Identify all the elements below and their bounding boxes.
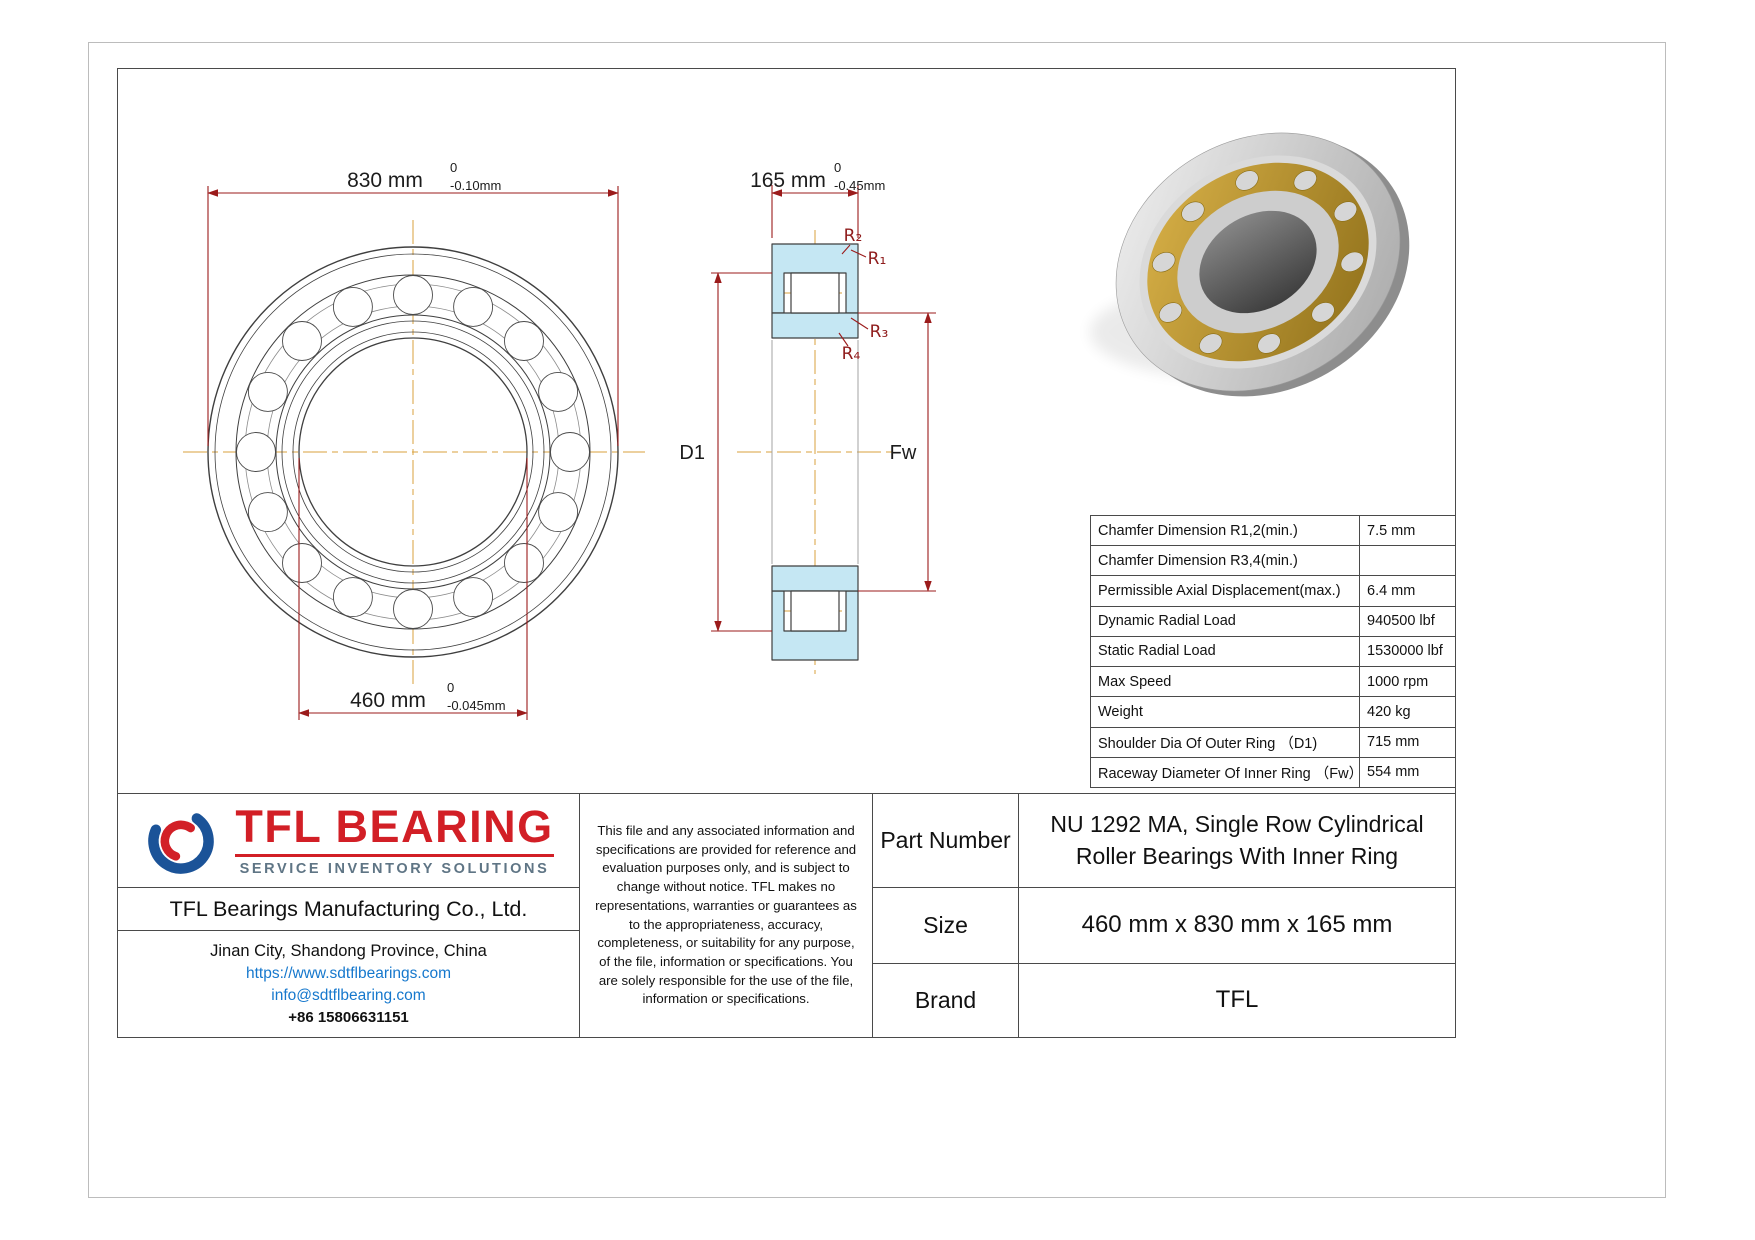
tfl-logo-icon: [148, 807, 215, 874]
inner-ring-top-section: [771, 312, 859, 339]
part-info-table: Part Number NU 1292 MA, Single Row Cylin…: [873, 794, 1455, 1037]
table-row: Dynamic Radial Load 940500 lbf: [1091, 605, 1455, 636]
spec-table: Chamfer Dimension R1,2(min.) 7.5 mm Cham…: [1090, 515, 1456, 788]
dimension-lines: [207, 185, 936, 720]
outer-diameter-tol-upper: 0: [450, 160, 457, 175]
table-row: Max Speed 1000 rpm: [1091, 666, 1455, 697]
table-row: Shoulder Dia Of Outer Ring （D1) 715 mm: [1091, 726, 1455, 757]
table-row: Chamfer Dimension R3,4(min.): [1091, 545, 1455, 576]
spec-value: 940500 lbf: [1359, 606, 1455, 636]
field-value-size: 460 mm x 830 mm x 165 mm: [1019, 887, 1455, 963]
section-view-drawing: [771, 243, 859, 661]
rollers-front-view: [236, 275, 590, 629]
inner-ring-bottom-section: [771, 565, 859, 592]
spec-label: Permissible Axial Displacement(max.): [1098, 583, 1341, 600]
sheet-outer-border: [88, 42, 1666, 1198]
table-row: Static Radial Load 1530000 lbf: [1091, 635, 1455, 667]
logo-title: TFL BEARING: [235, 801, 554, 852]
table-row: Chamfer Dimension R1,2(min.) 7.5 mm: [1091, 516, 1455, 546]
table-row: Weight 420 kg: [1091, 696, 1455, 727]
bore-diameter-tol-upper: 0: [447, 680, 454, 695]
spec-label: Chamfer Dimension R3,4(min.): [1098, 552, 1298, 569]
spec-label: Chamfer Dimension R1,2(min.): [1098, 522, 1298, 539]
r3-label: R₃: [870, 322, 889, 342]
spec-value: 1530000 lbf: [1359, 636, 1455, 667]
spec-label: Shoulder Dia Of Outer Ring （D1): [1098, 735, 1318, 752]
roller-bottom-section: [790, 590, 840, 632]
spec-value: 420 kg: [1359, 697, 1455, 727]
field-value-part-number: NU 1292 MA, Single Row Cylindrical Rolle…: [1050, 811, 1424, 869]
r4-label: R₄: [842, 344, 861, 364]
width-value: 165 mm: [750, 169, 826, 192]
company-address: Jinan City, Shandong Province, China: [210, 942, 487, 960]
field-label-part-number: Part Number: [873, 794, 1019, 887]
spec-label: Static Radial Load: [1098, 643, 1216, 660]
company-name: TFL Bearings Manufacturing Co., Ltd.: [118, 887, 579, 931]
rollers-3d: [1152, 170, 1364, 354]
company-panel: TFL BEARING SERVICE INVENTORY SOLUTIONS …: [118, 794, 580, 1037]
r1-label: R₁: [868, 249, 887, 269]
roller-top-section: [790, 272, 840, 314]
phone-number: +86 15806631151: [288, 1009, 409, 1026]
contact-info: Jinan City, Shandong Province, China htt…: [118, 931, 579, 1037]
disclaimer-text: This file and any associated information…: [580, 794, 873, 1037]
table-row: Permissible Axial Displacement(max.) 6.4…: [1091, 575, 1455, 606]
company-logo: TFL BEARING SERVICE INVENTORY SOLUTIONS: [118, 794, 579, 887]
spec-value: 7.5 mm: [1359, 516, 1455, 546]
front-view-drawing: [207, 246, 619, 658]
width-tol-lower: -0.45mm: [834, 178, 885, 193]
field-label-brand: Brand: [873, 963, 1019, 1037]
spec-value: 1000 rpm: [1359, 667, 1455, 697]
field-value-brand: TFL: [1019, 963, 1455, 1037]
website-link[interactable]: https://www.sdtflbearings.com: [245, 965, 452, 982]
table-row: Raceway Diameter Of Inner Ring （Fw） 554 …: [1091, 756, 1455, 787]
email-link[interactable]: info@sdtflbearing.com: [271, 987, 426, 1004]
bore-diameter-value: 460 mm: [350, 689, 426, 712]
outer-diameter-value: 830 mm: [347, 169, 423, 192]
field-label-size: Size: [873, 887, 1019, 963]
spec-label: Max Speed: [1098, 673, 1172, 690]
width-tol-upper: 0: [834, 160, 841, 175]
outer-diameter-tol-lower: -0.10mm: [450, 178, 501, 193]
fw-label: Fw: [890, 442, 917, 464]
spec-value: 554 mm: [1359, 757, 1455, 787]
spec-value: 6.4 mm: [1359, 576, 1455, 606]
spec-value: [1359, 546, 1455, 576]
title-block: TFL BEARING SERVICE INVENTORY SOLUTIONS …: [117, 793, 1456, 1038]
spec-label: Weight: [1098, 703, 1143, 720]
d1-label: D1: [679, 442, 705, 464]
spec-value: 715 mm: [1359, 727, 1455, 757]
spec-label: Dynamic Radial Load: [1098, 613, 1236, 630]
r2-label: R₂: [844, 226, 863, 246]
bearing-3d-image: [1090, 132, 1410, 397]
logo-subtitle: SERVICE INVENTORY SOLUTIONS: [235, 854, 554, 877]
bore-diameter-tol-lower: -0.045mm: [447, 698, 506, 713]
spec-label: Raceway Diameter Of Inner Ring （Fw）: [1098, 765, 1364, 782]
